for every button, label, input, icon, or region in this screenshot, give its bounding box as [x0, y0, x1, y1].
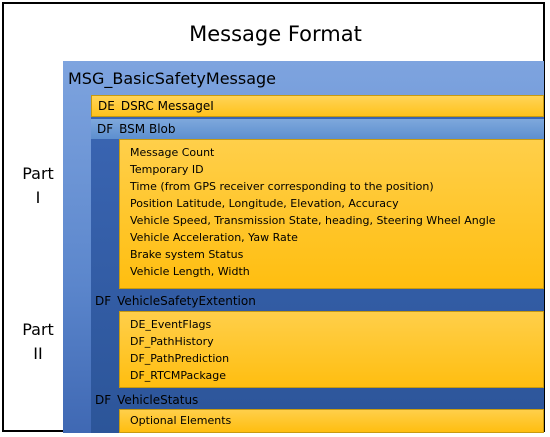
diagram-title: Message Format: [189, 22, 362, 46]
list-item: Vehicle Acceleration, Yaw Rate: [130, 231, 298, 244]
diagram-frame: Message Format Part I Part II MSG_BasicS…: [2, 2, 545, 433]
basic-safety-message-box: MSG_BasicSafetyMessage DE DSRC MessageI …: [63, 61, 544, 433]
part-numeral: I: [35, 188, 41, 207]
bsm-blob-bar: DF BSM Blob: [91, 119, 544, 139]
bsm-blob-label: BSM Blob: [119, 122, 176, 136]
part-one-label: Part I: [14, 162, 62, 210]
vehicle-safety-extension-label: VehicleSafetyExtention: [117, 294, 256, 308]
vehicle-safety-extension-bar: DF VehicleSafetyExtention: [89, 291, 544, 311]
vehicle-status-bar: DF VehicleStatus: [89, 391, 544, 409]
list-item: DF_PathHistory: [130, 335, 214, 348]
list-item: Vehicle Length, Width: [130, 265, 250, 278]
bsm-blob-contents: Message Count Temporary ID Time (from GP…: [119, 139, 544, 289]
part-word: Part: [22, 164, 54, 183]
dsrc-prefix: DE: [98, 99, 115, 113]
part-word: Part: [22, 320, 54, 339]
vehicle-safety-extension-contents: DE_EventFlags DF_PathHistory DF_PathPred…: [119, 311, 544, 388]
vehicle-safety-extension-prefix: DF: [95, 294, 112, 308]
list-item: Message Count: [130, 146, 215, 159]
list-item: DF_RTCMPackage: [130, 369, 226, 382]
dsrc-message-bar: DE DSRC MessageI: [91, 95, 544, 117]
part-two-label: Part II: [14, 318, 62, 366]
list-item: Optional Elements: [130, 414, 232, 427]
message-body: DE DSRC MessageI DF BSM Blob Message Cou…: [91, 95, 544, 433]
vehicle-status-label: VehicleStatus: [117, 393, 199, 407]
list-item: Position Latitude, Longitude, Elevation,…: [130, 197, 399, 210]
list-item: Brake system Status: [130, 248, 244, 261]
part-numeral: II: [33, 344, 43, 363]
list-item: Vehicle Speed, Transmission State, headi…: [130, 214, 496, 227]
list-item: Time (from GPS receiver corresponding to…: [130, 180, 434, 193]
vehicle-status-contents: Optional Elements: [119, 409, 544, 433]
vehicle-status-prefix: DF: [95, 393, 112, 407]
list-item: DE_EventFlags: [130, 318, 212, 331]
dsrc-label: DSRC MessageI: [120, 99, 214, 113]
message-label: MSG_BasicSafetyMessage: [68, 69, 277, 88]
bsm-blob-prefix: DF: [97, 122, 114, 136]
list-item: DF_PathPrediction: [130, 352, 230, 365]
list-item: Temporary ID: [130, 163, 204, 176]
